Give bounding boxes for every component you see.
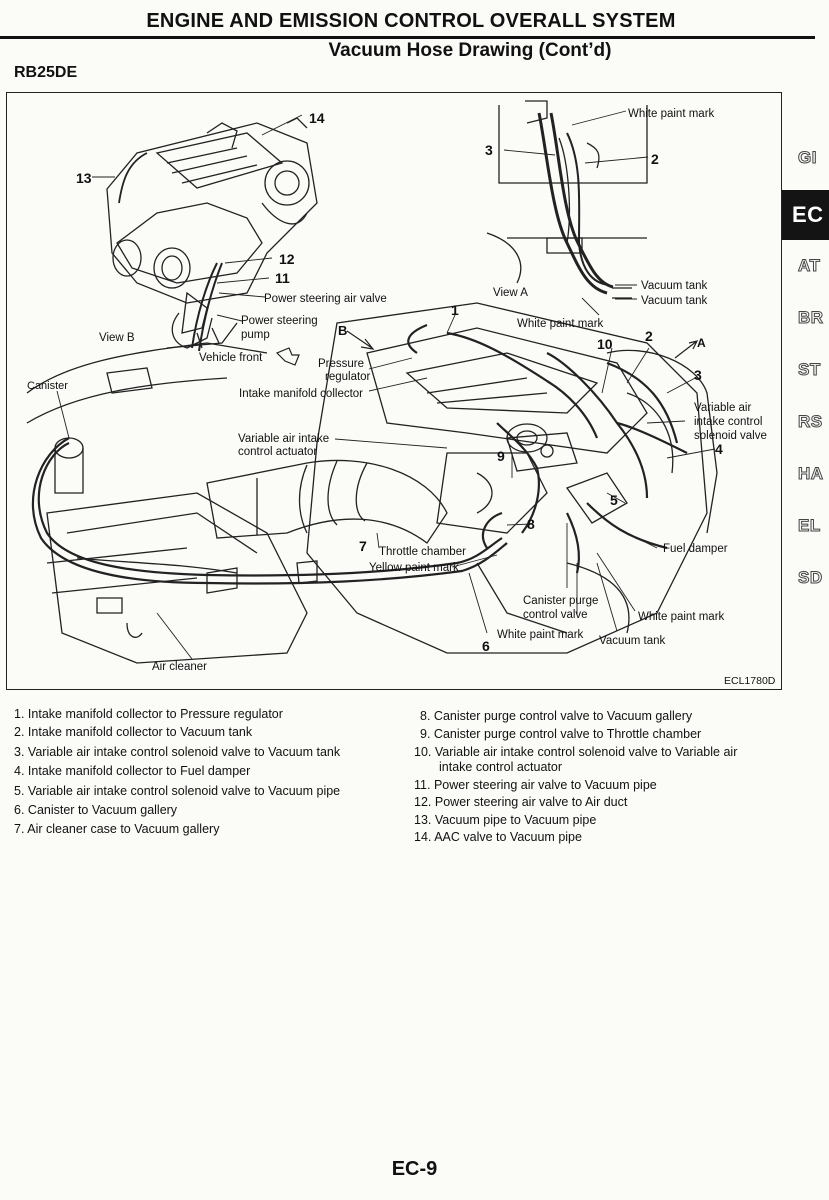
tab-st[interactable]: ST (798, 360, 821, 380)
tab-ec[interactable]: EC (782, 190, 829, 240)
label-variable-air-solenoid-3: solenoid valve (694, 430, 767, 442)
legend-item-1: 1. Intake manifold collector to Pressure… (14, 707, 283, 721)
label-variable-air-actuator-2: control actuator (238, 446, 317, 458)
label-pressure-regulator-2: regulator (325, 371, 371, 383)
label-power-steering-pump-1: Power steering (241, 315, 318, 327)
label-canister-purge-1: Canister purge (523, 595, 598, 607)
legend-item-5: 5. Variable air intake control solenoid … (14, 784, 341, 798)
legend-item-8: 8. Canister purge control valve to Vacuu… (420, 709, 693, 723)
legend-item-9: 9. Canister purge control valve to Throt… (420, 727, 702, 741)
legend-item-11: 11. Power steering air valve to Vacuum p… (414, 778, 657, 792)
callout-14: 14 (309, 110, 325, 126)
direction-arrows (275, 330, 699, 366)
label-view-b: View B (99, 332, 135, 344)
legend-item-3: 3. Variable air intake control solenoid … (14, 745, 341, 759)
callout-2-view-a: 2 (651, 151, 659, 167)
vacuum-hose-diagram: White paint mark Vacuum tank Vacuum tank… (26, 100, 776, 687)
label-vacuum-tank-3: Vacuum tank (599, 635, 666, 647)
tab-ha[interactable]: HA (798, 464, 824, 484)
label-canister-purge-2: control valve (523, 609, 588, 621)
legend-item-6: 6. Canister to Vacuum gallery (14, 803, 178, 817)
legend-item-10: 10. Variable air intake control solenoid… (414, 745, 738, 759)
label-variable-air-actuator-1: Variable air intake (238, 433, 329, 445)
callout-5: 5 (610, 492, 618, 508)
tab-at[interactable]: AT (797, 256, 821, 276)
view-b-engine-illustration (106, 117, 318, 352)
vacuum-hoses (31, 323, 688, 585)
legend-item-12: 12. Power steering air valve to Air duct (414, 795, 628, 809)
callout-13: 13 (76, 170, 92, 186)
label-view-a: View A (493, 287, 528, 299)
label-white-paint-mark-2: White paint mark (517, 318, 604, 330)
leader-lines (56, 110, 716, 660)
label-variable-air-solenoid-2: intake control (694, 416, 762, 428)
figure-code: ECL1780D (724, 675, 776, 687)
tab-br[interactable]: BR (798, 308, 824, 328)
tab-rs[interactable]: RS (798, 412, 823, 432)
diagram-labels: White paint mark Vacuum tank Vacuum tank… (27, 108, 776, 687)
label-pressure-regulator-1: Pressure (318, 358, 364, 370)
label-canister: Canister (27, 380, 68, 392)
label-white-paint-mark-view-a: White paint mark (628, 108, 715, 120)
label-yellow-paint-mark: Yellow paint mark (369, 562, 459, 574)
label-air-cleaner: Air cleaner (152, 661, 207, 673)
section-title: ENGINE AND EMISSION CONTROL OVERALL SYST… (146, 10, 676, 32)
page-number: EC-9 (391, 1158, 438, 1180)
callout-3-main: 3 (694, 367, 702, 383)
view-a-illustration (486, 100, 648, 299)
tab-gi[interactable]: GI (798, 148, 817, 168)
header-rule (0, 36, 815, 39)
label-throttle-chamber: Throttle chamber (379, 546, 466, 558)
callout-4: 4 (715, 441, 723, 457)
legend-item-10-cont: intake control actuator (439, 760, 562, 774)
engine-bay-illustration (26, 302, 718, 664)
label-vehicle-front: Vehicle front (199, 352, 263, 364)
legend-item-2: 2. Intake manifold collector to Vacuum t… (14, 725, 253, 739)
callout-6: 6 (482, 638, 490, 654)
diagram-frame: White paint mark Vacuum tank Vacuum tank… (6, 92, 782, 690)
label-variable-air-solenoid-1: Variable air (694, 402, 751, 414)
legend-item-7: 7. Air cleaner case to Vacuum gallery (14, 822, 220, 836)
callout-2-main: 2 (645, 328, 653, 344)
callout-9: 9 (497, 448, 505, 464)
label-vacuum-tank-1: Vacuum tank (641, 280, 708, 292)
legend-item-14: 14. AAC valve to Vacuum pipe (414, 830, 582, 844)
label-intake-manifold-collector: Intake manifold collector (239, 388, 363, 400)
letter-b: B (338, 323, 347, 338)
callout-7: 7 (359, 538, 367, 554)
callout-10: 10 (597, 336, 613, 352)
legend-item-13: 13. Vacuum pipe to Vacuum pipe (414, 813, 597, 827)
label-white-paint-mark-4: White paint mark (497, 629, 584, 641)
label-vacuum-tank-2: Vacuum tank (641, 295, 708, 307)
callout-11: 11 (275, 270, 290, 286)
engine-model: RB25DE (14, 64, 78, 81)
callout-1: 1 (451, 302, 459, 318)
callout-8: 8 (527, 516, 535, 532)
page-subtitle: Vacuum Hose Drawing (Cont’d) (328, 40, 612, 61)
callout-3-view-a: 3 (485, 142, 493, 158)
label-power-steering-air-valve: Power steering air valve (264, 293, 387, 305)
label-power-steering-pump-2: pump (241, 329, 270, 341)
tab-el[interactable]: EL (798, 516, 821, 536)
letter-a: A (697, 336, 706, 350)
callout-12: 12 (279, 251, 295, 267)
tab-sd[interactable]: SD (798, 568, 823, 588)
legend-item-4: 4. Intake manifold collector to Fuel dam… (14, 764, 251, 778)
label-white-paint-mark-3: White paint mark (638, 611, 725, 623)
label-fuel-damper: Fuel damper (663, 543, 728, 555)
